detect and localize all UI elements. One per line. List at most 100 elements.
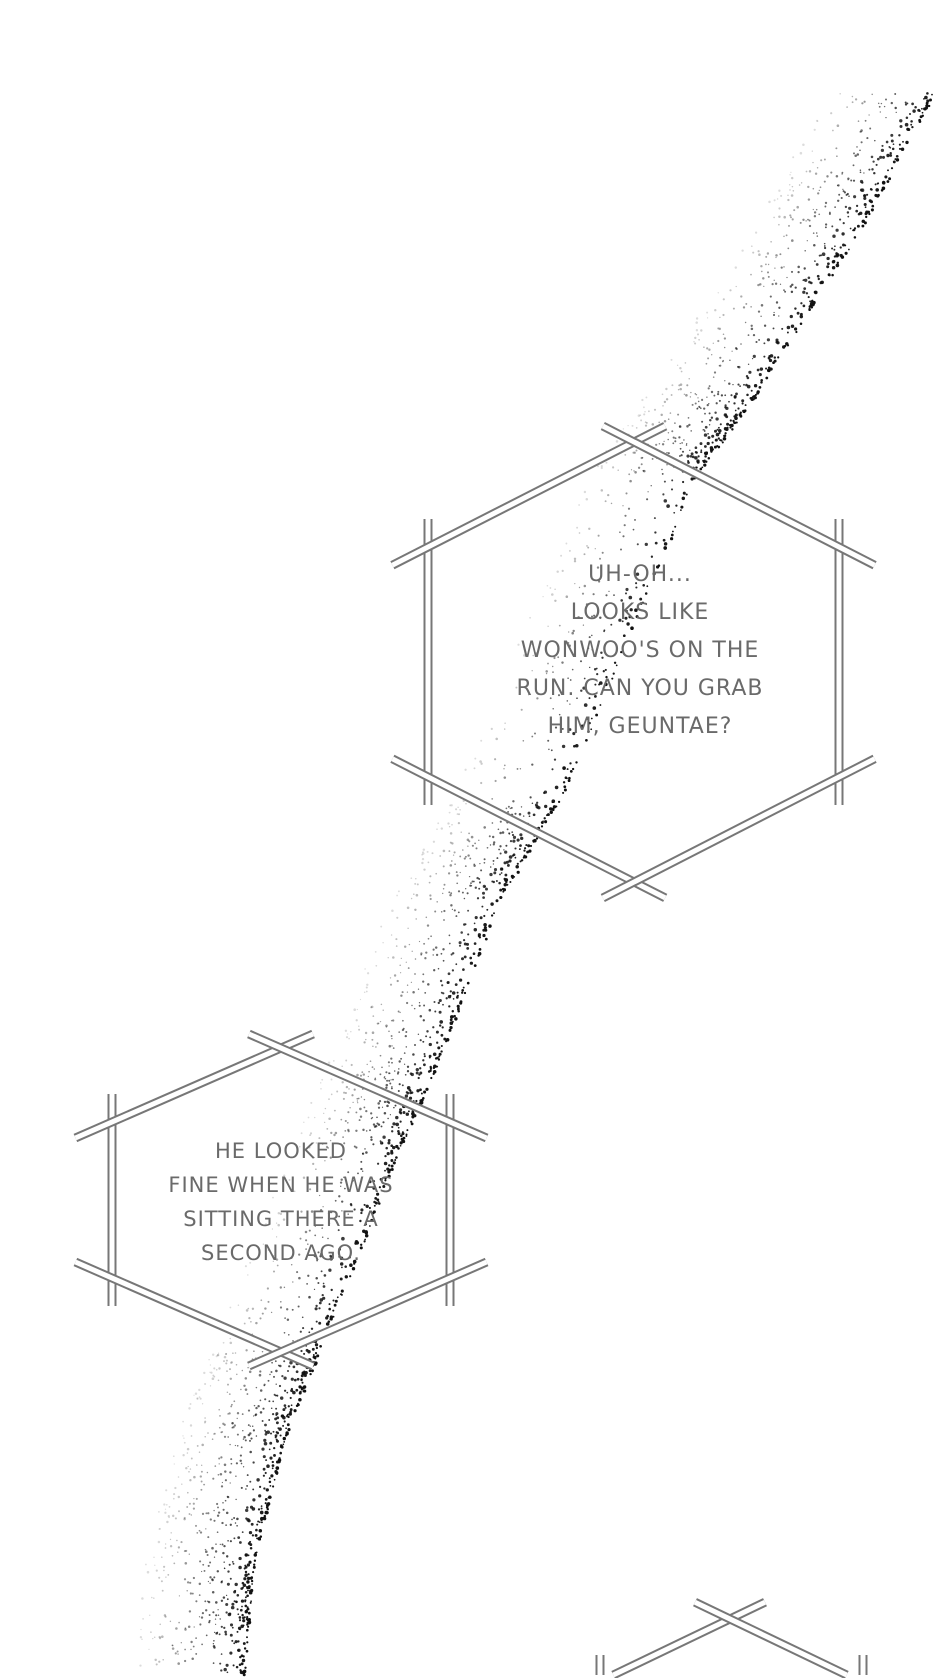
speckle-dot — [744, 321, 747, 324]
speckle-dot — [622, 634, 626, 638]
speckle-dot — [635, 615, 639, 619]
speckle-dot — [820, 254, 823, 257]
speckle-dot — [483, 914, 486, 918]
speckle-dot — [821, 252, 826, 256]
speckle-dot — [532, 654, 534, 657]
speckle-dot — [445, 997, 448, 1000]
speckle-dot — [298, 1253, 301, 1256]
speckle-dot — [734, 409, 737, 412]
speckle-dot — [904, 101, 907, 104]
speckle-dot — [428, 881, 431, 884]
speckle-dot — [790, 270, 794, 273]
speckle-dot — [412, 1053, 415, 1056]
speckle-dot — [773, 356, 777, 359]
speckle-dot — [389, 977, 392, 979]
speckle-dot — [847, 215, 850, 218]
speckle-dot — [527, 694, 530, 696]
speckle-dot — [406, 1091, 410, 1095]
speckle-dot — [380, 925, 383, 928]
speckle-dot — [887, 169, 889, 172]
speckle-dot — [460, 931, 463, 934]
speckle-dot — [894, 106, 897, 110]
speckle-dot — [889, 151, 892, 155]
speckle-dot — [459, 1001, 463, 1005]
speckle-dot — [390, 1035, 393, 1037]
speckle-dot — [816, 235, 819, 237]
speckle-dot — [397, 1129, 400, 1133]
speckle-dot — [449, 893, 452, 897]
speckle-dot — [615, 664, 618, 667]
speckle-dot — [464, 923, 467, 926]
speckle-dot — [343, 1142, 346, 1145]
speckle-dot — [763, 285, 765, 288]
speckle-dot — [680, 454, 683, 457]
speckle-dot — [640, 456, 643, 460]
speckle-dot — [478, 887, 481, 890]
speckle-dot — [376, 1042, 379, 1045]
speckle-dot — [408, 1088, 412, 1092]
speckle-dot — [681, 442, 683, 444]
speckle-dot — [799, 322, 803, 326]
speckle-dot — [729, 359, 731, 361]
speckle-dot — [783, 266, 785, 268]
speckle-dot — [464, 855, 467, 858]
speckle-dot — [852, 179, 856, 182]
speckle-dot — [445, 1037, 450, 1042]
speckle-dot — [328, 1176, 330, 1179]
speckle-dot — [602, 670, 605, 673]
speckle-dot — [379, 1073, 382, 1076]
speckle-dot — [395, 945, 398, 947]
speckle-dot — [785, 342, 789, 346]
speckle-dot — [365, 1038, 367, 1041]
speckle-dot — [503, 877, 506, 881]
speckle-dot — [469, 956, 473, 960]
speckle-dot — [457, 821, 461, 825]
speckle-dot — [724, 404, 727, 407]
speckle-dot — [389, 1082, 392, 1085]
speckle-dot — [898, 134, 901, 137]
speckle-dot — [467, 909, 470, 912]
speckle-dot — [794, 286, 797, 289]
speckle-dot — [607, 493, 610, 497]
speckle-dot — [841, 232, 845, 236]
speckle-dot — [778, 189, 781, 192]
speckle-dot — [844, 251, 848, 255]
speckle-dot — [490, 914, 494, 917]
speckle-dot — [442, 1003, 444, 1006]
speckle-dot — [803, 287, 807, 290]
speckle-dot — [722, 359, 725, 362]
speckle-dot — [262, 1243, 265, 1246]
speckle-dot — [557, 694, 561, 697]
speckle-dot — [323, 1112, 325, 1115]
speckle-dot — [859, 130, 862, 133]
speckle-dot — [390, 1168, 394, 1171]
speckle-dot — [622, 428, 625, 430]
speckle-dot — [405, 1001, 409, 1005]
speckle-dot — [286, 1318, 290, 1321]
speckle-dot — [624, 616, 628, 620]
speckle-dot — [851, 101, 854, 104]
speckle-dot — [565, 542, 568, 545]
speckle-dot — [590, 728, 593, 731]
speckle-dot — [463, 857, 466, 860]
speckle-dot — [423, 942, 426, 945]
speckle-dot — [890, 133, 894, 137]
speckle-dot — [608, 590, 610, 593]
speckle-dot — [322, 1282, 325, 1285]
speckle-dot — [469, 884, 472, 887]
speckle-dot — [512, 835, 517, 839]
speckle-dot — [599, 616, 602, 620]
speckle-dot — [292, 1340, 294, 1342]
speckle-dot — [842, 222, 845, 225]
speckle-dot — [447, 972, 451, 976]
speckle-dot — [368, 1180, 372, 1184]
speckle-dot — [904, 103, 908, 106]
speckle-dot — [611, 677, 614, 680]
speckle-dot — [632, 451, 635, 454]
speckle-dot — [768, 358, 773, 363]
speckle-dot — [449, 841, 452, 844]
speckle-dot — [491, 822, 494, 824]
speckle-dot — [414, 973, 416, 975]
speckle-dot — [315, 1142, 317, 1144]
speckle-dot — [702, 459, 705, 462]
